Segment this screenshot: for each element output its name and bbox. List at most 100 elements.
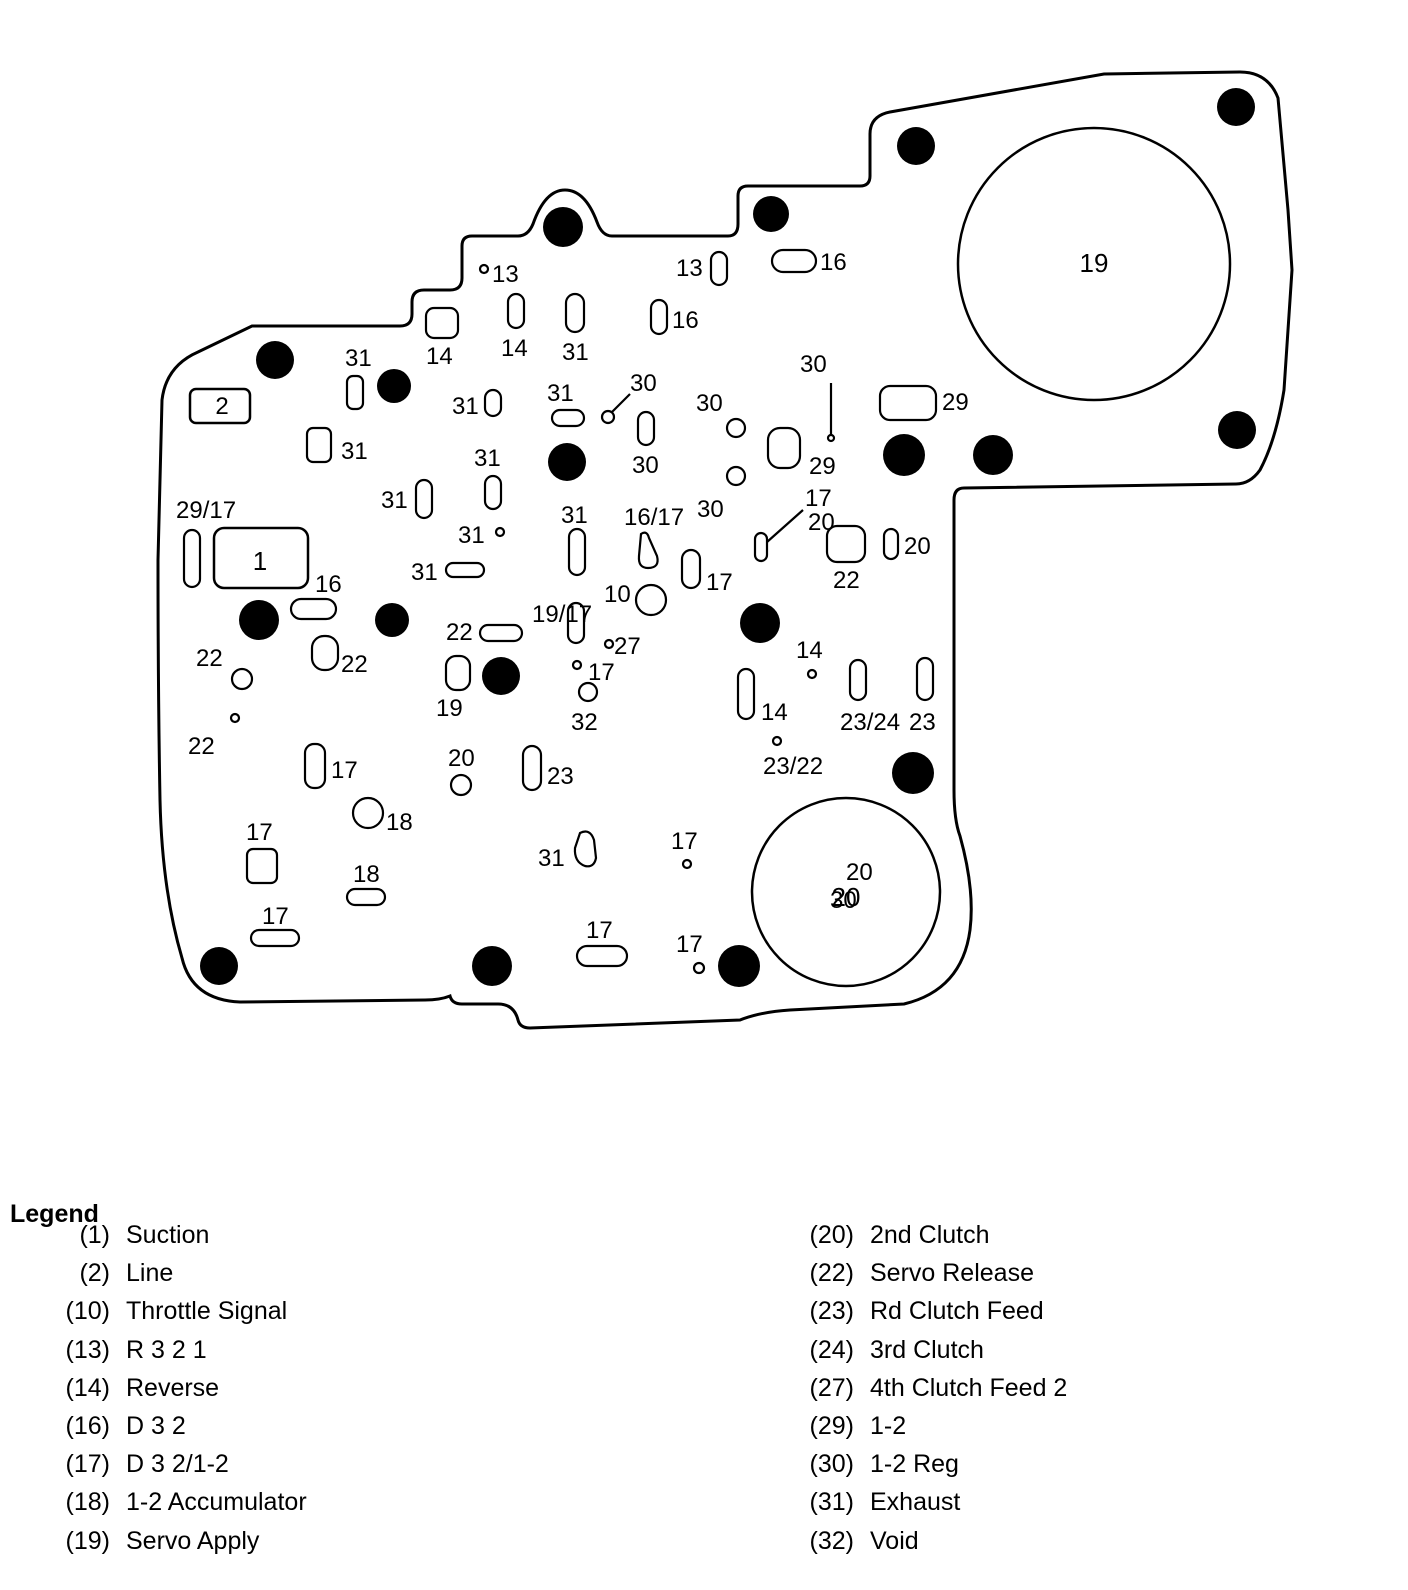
port-label: 22 [833,567,860,594]
port-label: 17 [671,828,698,855]
port [289,597,338,621]
legend-label: Servo Apply [126,1526,260,1555]
legend-label: 2nd Clutch [870,1221,990,1249]
port [229,712,241,724]
port [521,744,543,792]
legend-code: (29) [809,1411,854,1440]
suction-port [212,526,310,590]
port-label: 22 [188,733,215,760]
legend-item: (29) 1-2 [790,1407,1067,1445]
port-label: 22 [196,645,223,672]
port-label: 18 [353,861,380,888]
legend-item: (2)Line [0,1254,307,1292]
port-label: 30 [800,351,827,378]
area-label: 1 [253,546,267,576]
port-label: 31 [345,345,372,372]
port-label: 31 [452,393,479,420]
port-label: 17 [262,903,289,930]
bolt-hole [200,947,238,985]
port [600,409,616,425]
bolt-hole [973,435,1013,475]
legend-item: (30)1-2 Reg [790,1445,1067,1483]
bolt-holes [200,88,1256,987]
port-label: 13 [492,261,519,288]
legend-code: (2) [79,1259,110,1288]
legend-code: (13) [65,1335,110,1364]
port [771,735,783,747]
bolt-hole [548,443,586,481]
port-label: 29/17 [176,497,236,524]
port [449,773,473,797]
port [770,248,818,274]
port-label: 31 [562,339,589,366]
port [483,474,503,511]
legend-item: (16)D 3 2 [0,1407,307,1445]
area-label: 20 [832,882,861,912]
line-port [188,387,252,425]
bolt-hole [472,946,512,986]
legend-code: (18) [65,1488,110,1517]
bolt-hole [740,603,780,643]
port-label: 22 [446,619,473,646]
port [692,961,706,975]
port-label: 16 [315,571,342,598]
legend-item: (14)Reverse [0,1369,307,1407]
port-label: 14 [761,699,788,726]
port [478,623,524,643]
leader-line [766,509,804,543]
legend-label: Suction [126,1221,210,1249]
legend-code: (20) [809,1221,854,1249]
legend-code: (10) [65,1297,110,1326]
port-label: 23/24 [840,709,900,736]
port-label: 27 [614,633,641,660]
port-label: 22 [341,651,368,678]
legend-code: (32) [809,1526,854,1555]
legend-item: (10)Throttle Signal [0,1292,307,1330]
port [709,250,729,287]
port [575,944,629,968]
port-label: 17 [588,659,615,686]
port [182,528,202,589]
port [882,527,900,561]
legend-item: (22)Servo Release [790,1254,1067,1292]
port [725,417,747,439]
port [680,548,702,590]
legend-item: (23)Rd Clutch Feed [790,1292,1067,1330]
bolt-hole [239,600,279,640]
port-label: 20 [904,533,931,560]
port [303,742,327,790]
port-label: 16/17 [624,504,684,531]
port [567,527,587,577]
servo-apply-circle [956,126,1232,402]
port [649,298,669,336]
port-label: 20 [448,745,475,772]
port [826,433,836,443]
port-label: 29 [942,389,969,416]
port [424,306,460,340]
legend-title: Legend [10,1200,99,1228]
port-label: 31 [341,438,368,465]
legend-label: 1-2 Accumulator [126,1488,307,1517]
port [305,426,333,464]
port-label: 14 [796,637,823,664]
legend-item: (17)D 3 2/1-2 [0,1445,307,1483]
port [806,668,818,680]
port-label: 30 [632,452,659,479]
legend-code: (23) [809,1297,854,1326]
port [681,858,693,870]
legend-item: (24)3rd Clutch [790,1331,1067,1369]
port-label: 14 [426,343,453,370]
legend-label: 1-2 [870,1411,907,1440]
bolt-hole [375,603,409,637]
legend-code: (14) [65,1373,110,1402]
bolt-hole [1217,88,1255,126]
legend-label: R 3 2 1 [126,1335,207,1364]
port [550,408,586,428]
port [444,561,486,579]
legend-item: (31)Exhaust [790,1483,1067,1521]
port-label: 17 [676,931,703,958]
port [573,830,598,868]
legend-item: (13) R 3 2 1 [0,1331,307,1369]
port-label: 23 [547,763,574,790]
